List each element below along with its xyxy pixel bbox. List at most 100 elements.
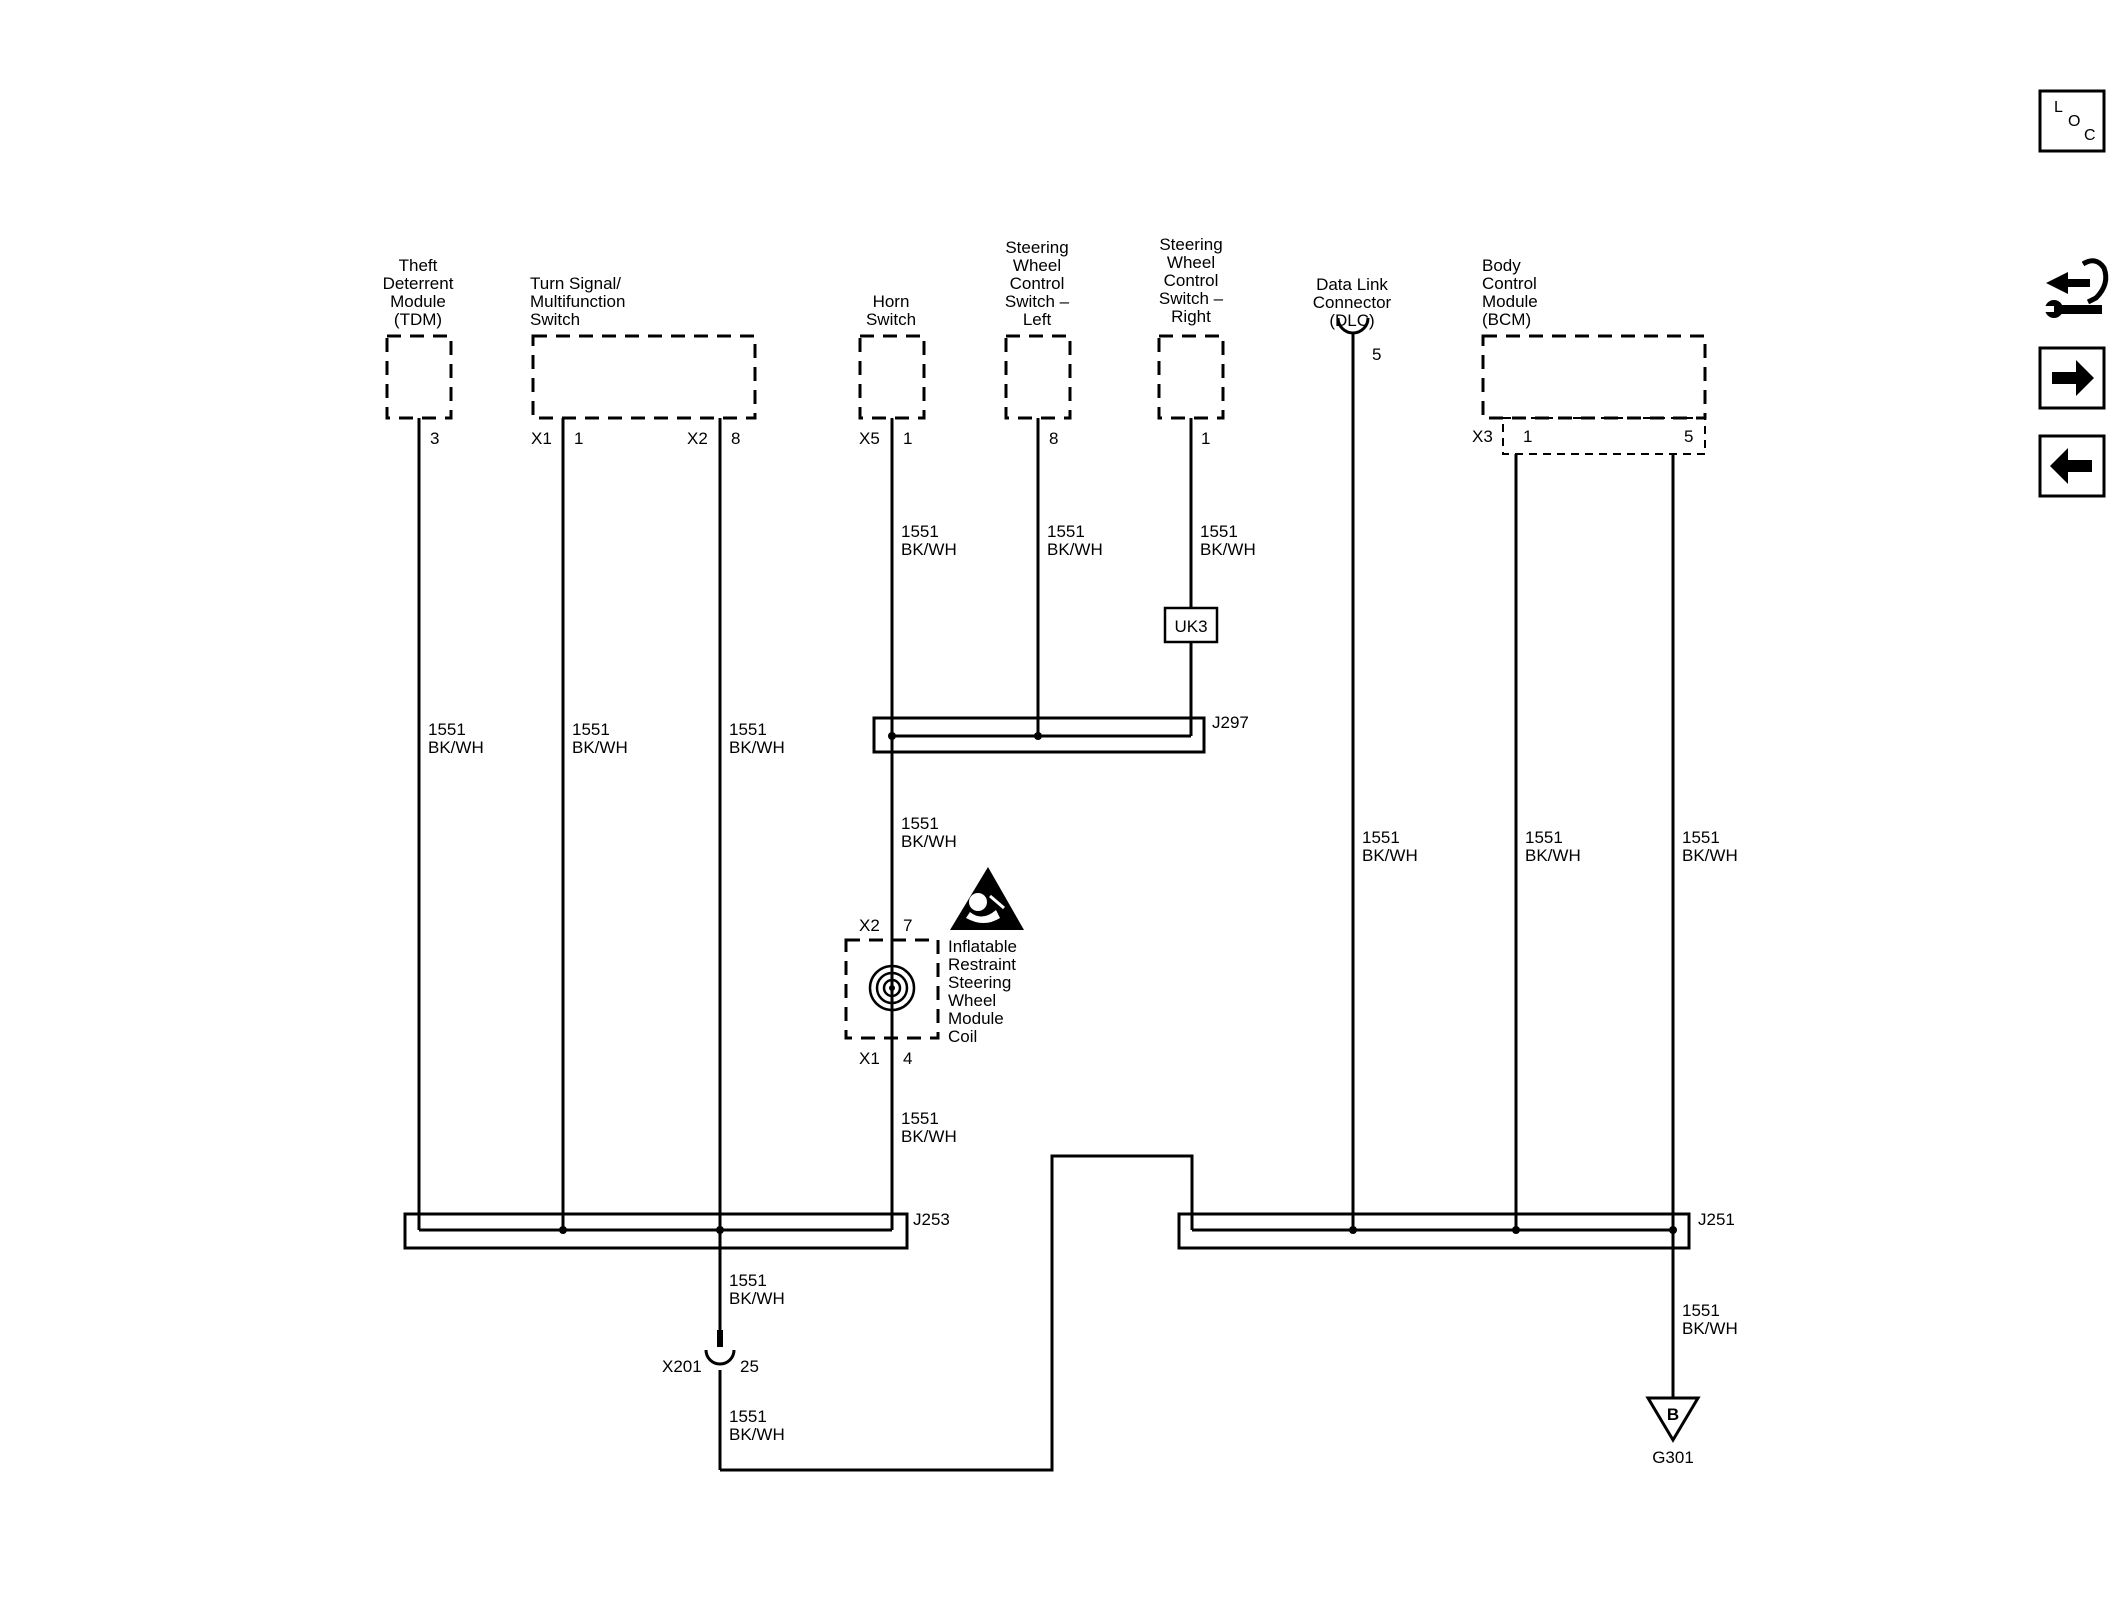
swc-left-pin: 8: [1049, 429, 1058, 448]
svg-text:1551: 1551: [729, 720, 767, 739]
svg-text:BK/WH: BK/WH: [1682, 846, 1738, 865]
svg-text:Switch –: Switch –: [1159, 289, 1224, 308]
svg-text:BK/WH: BK/WH: [901, 1127, 957, 1146]
swc-right-box: [1157, 334, 1225, 420]
svg-text:O: O: [2068, 113, 2080, 130]
svg-text:Switch: Switch: [866, 310, 916, 329]
next-page-button[interactable]: [2038, 346, 2106, 410]
svg-text:UK3: UK3: [1174, 617, 1207, 636]
svg-text:Module: Module: [948, 1009, 1004, 1028]
svg-text:Connector: Connector: [1313, 293, 1392, 312]
svg-text:(BCM): (BCM): [1482, 310, 1531, 329]
svg-text:1551: 1551: [1200, 522, 1238, 541]
svg-text:Turn Signal/: Turn Signal/: [530, 274, 621, 293]
previous-page-button[interactable]: [2038, 434, 2106, 498]
svg-text:Data Link: Data Link: [1316, 275, 1388, 294]
svg-text:BK/WH: BK/WH: [901, 832, 957, 851]
ground-letter: B: [1667, 1405, 1679, 1424]
svg-text:25: 25: [740, 1357, 759, 1376]
ground-g301: B G301: [1645, 1396, 1701, 1467]
turn-signal-pin1: 1: [574, 429, 583, 448]
svg-text:1551: 1551: [572, 720, 610, 739]
svg-text:BK/WH: BK/WH: [428, 738, 484, 757]
svg-text:BK/WH: BK/WH: [572, 738, 628, 757]
svg-text:Right: Right: [1171, 307, 1211, 326]
coil-bottom-pin: 4: [903, 1049, 912, 1068]
component-views-icon[interactable]: [2045, 258, 2109, 318]
svg-text:Steering: Steering: [1005, 238, 1068, 257]
svg-text:Switch –: Switch –: [1005, 292, 1070, 311]
j297-label: J297: [1212, 713, 1249, 732]
turn-signal-box: [531, 334, 757, 420]
horn-switch-label: Horn Switch: [866, 292, 916, 329]
svg-text:BK/WH: BK/WH: [901, 540, 957, 559]
svg-text:Wheel: Wheel: [1167, 253, 1215, 272]
coil-top-conn: X2: [859, 916, 880, 935]
svg-text:BK/WH: BK/WH: [729, 1425, 785, 1444]
turn-signal-conn2: X2: [687, 429, 708, 448]
left-arrow-icon: [2050, 448, 2092, 484]
svg-text:1551: 1551: [1682, 1301, 1720, 1320]
svg-text:1551: 1551: [1047, 522, 1085, 541]
svg-text:1551: 1551: [1525, 828, 1563, 847]
svg-text:BK/WH: BK/WH: [729, 738, 785, 757]
svg-text:L: L: [2054, 99, 2063, 116]
airbag-warning-icon: [950, 867, 1024, 930]
dlc-pin: 5: [1372, 345, 1381, 364]
wire-crossover: [720, 1154, 1194, 1472]
svg-text:BK/WH: BK/WH: [1200, 540, 1256, 559]
svg-text:BK/WH: BK/WH: [1525, 846, 1581, 865]
svg-text:BK/WH: BK/WH: [729, 1289, 785, 1308]
horn-conn: X5: [859, 429, 880, 448]
dlc-connector-symbol: [1336, 317, 1370, 335]
svg-text:Control: Control: [1010, 274, 1065, 293]
horn-switch-box: [858, 334, 926, 420]
svg-text:Control: Control: [1482, 274, 1537, 293]
uk3-connector: UK3: [1163, 606, 1219, 644]
tdm-pin: 3: [430, 429, 439, 448]
bcm-x3-connector-box: [1502, 417, 1706, 455]
svg-text:Module: Module: [1482, 292, 1538, 311]
bcm-pin2: 5: [1684, 427, 1693, 446]
swc-left-box: [1004, 334, 1072, 420]
j253-label: J253: [913, 1210, 950, 1229]
turn-signal-pin2: 8: [731, 429, 740, 448]
svg-text:1551: 1551: [901, 522, 939, 541]
bcm-box: [1481, 334, 1707, 420]
x201-connector: X201 25: [662, 1330, 759, 1376]
splice-j253: J253: [403, 1210, 950, 1250]
right-arrow-icon: [2052, 360, 2094, 396]
svg-text:Inflatable: Inflatable: [948, 937, 1017, 956]
bcm-conn: X3: [1472, 427, 1493, 446]
svg-text:(TDM): (TDM): [394, 310, 442, 329]
svg-text:1551: 1551: [1362, 828, 1400, 847]
swc-right-pin: 1: [1201, 429, 1210, 448]
coil-top-pin: 7: [903, 916, 912, 935]
ground-id: G301: [1652, 1448, 1694, 1467]
svg-text:Theft: Theft: [399, 256, 438, 275]
svg-text:Horn: Horn: [873, 292, 910, 311]
svg-text:Multifunction: Multifunction: [530, 292, 625, 311]
clockspring-coil: X2 7 X1 4 Inflatable Restraint Steering …: [844, 916, 1017, 1068]
splice-j297: J297: [872, 713, 1249, 754]
svg-text:Steering: Steering: [948, 973, 1011, 992]
horn-pin: 1: [903, 429, 912, 448]
svg-text:1551: 1551: [729, 1271, 767, 1290]
tdm-box: [385, 334, 453, 420]
svg-text:1551: 1551: [428, 720, 466, 739]
svg-text:Control: Control: [1164, 271, 1219, 290]
svg-text:Body: Body: [1482, 256, 1521, 275]
svg-text:Left: Left: [1023, 310, 1052, 329]
svg-text:Restraint: Restraint: [948, 955, 1016, 974]
svg-text:Steering: Steering: [1159, 235, 1222, 254]
swc-right-label: Steering Wheel Control Switch – Right: [1159, 235, 1224, 326]
splice-j251: J251: [1177, 1210, 1735, 1250]
svg-text:Wheel: Wheel: [948, 991, 996, 1010]
location-button[interactable]: L O C: [2038, 89, 2106, 153]
turn-signal-label: Turn Signal/ Multifunction Switch: [530, 274, 625, 329]
bcm-pin1: 1: [1523, 427, 1532, 446]
dlc-label: Data Link Connector (DLC): [1313, 275, 1392, 330]
svg-text:1551: 1551: [1682, 828, 1720, 847]
